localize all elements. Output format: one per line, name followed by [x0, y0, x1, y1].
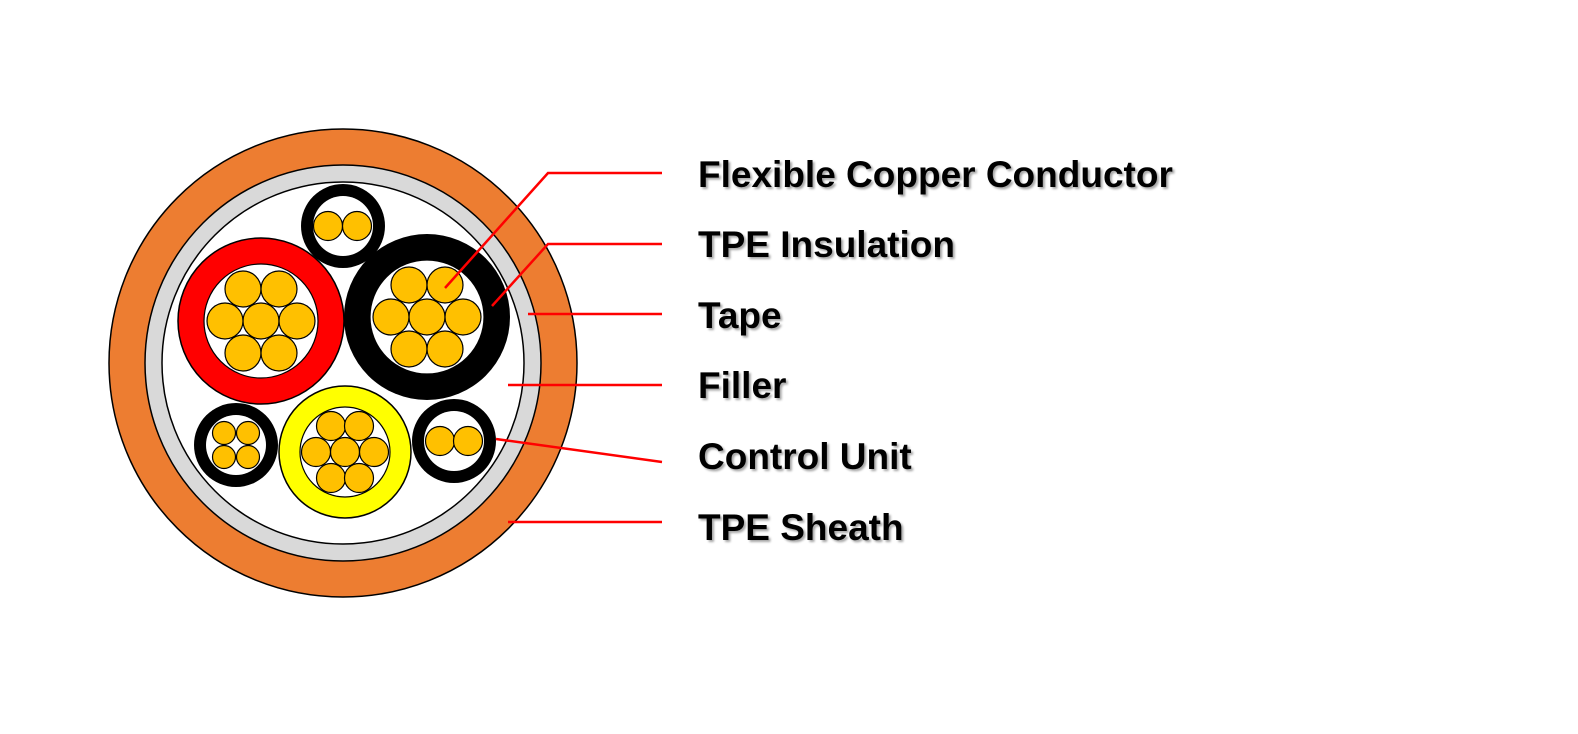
red-insulated-core	[177, 237, 345, 405]
black-insulated-core	[344, 234, 510, 400]
yellow-insulated-core	[278, 385, 412, 519]
small-core-top	[301, 184, 385, 268]
leader-line-insulation	[491, 242, 662, 307]
leader-line-conductor	[444, 171, 662, 289]
leader-lines	[444, 171, 663, 524]
leader-line-control-unit	[495, 437, 663, 464]
label-filler: Filler	[698, 365, 786, 406]
label-tape: Tape	[698, 295, 782, 336]
small-core-bottom-left	[194, 403, 278, 487]
label-tpe-insulation: TPE Insulation	[698, 224, 955, 265]
small-core-bottom-right	[412, 399, 496, 483]
label-flexible-copper-conductor: Flexible Copper Conductor	[698, 154, 1173, 195]
label-tpe-sheath: TPE Sheath	[698, 507, 904, 548]
label-control-unit: Control Unit	[698, 436, 912, 477]
